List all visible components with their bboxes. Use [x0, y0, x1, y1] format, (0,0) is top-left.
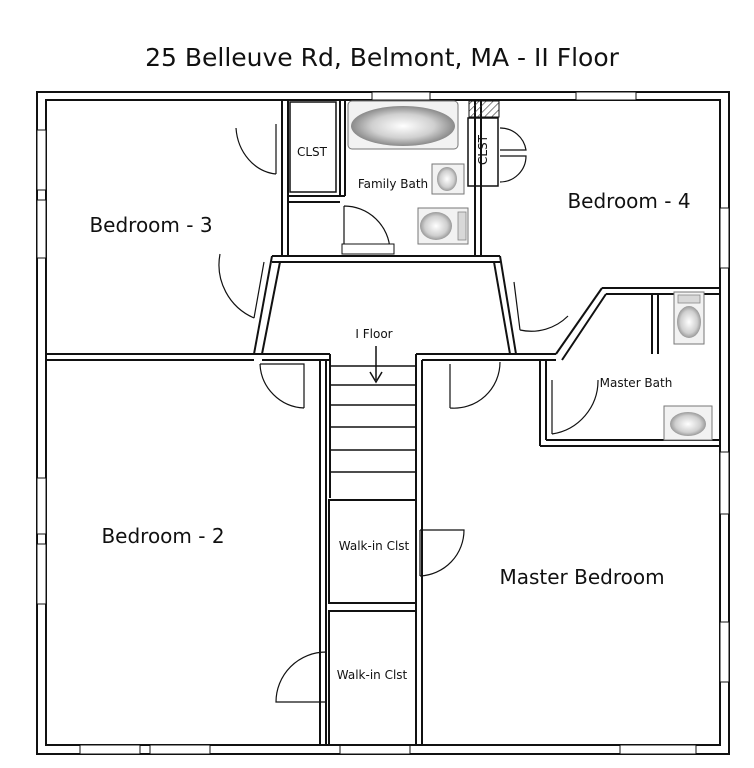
master-sink-icon	[670, 412, 706, 436]
interior-walls	[46, 100, 720, 746]
room-label-family-bath: Family Bath	[358, 177, 428, 191]
room-label-bedroom-2: Bedroom - 2	[101, 524, 224, 548]
toilet-icon	[420, 212, 452, 240]
room-label-bedroom-3: Bedroom - 3	[89, 213, 212, 237]
room-label-master-bath: Master Bath	[600, 376, 673, 390]
sink-icon	[437, 167, 457, 191]
room-label-walkin-upper: Walk-in Clst	[339, 539, 410, 553]
doors	[218, 124, 599, 703]
stairs-label: I Floor	[355, 327, 392, 341]
stairs-arrow-icon	[369, 346, 383, 384]
room-label-bedroom-4: Bedroom - 4	[567, 189, 690, 213]
room-label-clst-left: CLST	[297, 145, 328, 159]
bathtub-icon	[351, 106, 455, 146]
windows	[36, 91, 730, 755]
room-label-clst-right: CLST	[476, 134, 490, 165]
room-label-master-bedroom: Master Bedroom	[499, 565, 664, 589]
plan-title: 25 Belleuve Rd, Belmont, MA - II Floor	[145, 43, 620, 72]
master-toilet-icon	[677, 306, 701, 338]
fixtures	[347, 100, 713, 441]
room-label-walkin-lower: Walk-in Clst	[337, 668, 408, 682]
